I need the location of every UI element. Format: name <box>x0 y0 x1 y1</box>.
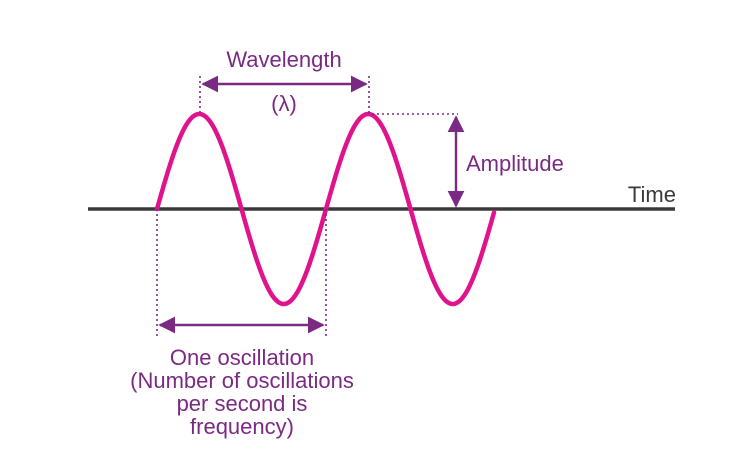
oscillation-caption-line-4: frequency) <box>190 414 294 439</box>
oscillation-caption-line-3: per second is <box>177 391 308 416</box>
guide-lines <box>156 76 458 336</box>
amplitude-label: Amplitude <box>466 151 564 176</box>
time-label: Time <box>628 182 676 207</box>
wavelength-label: Wavelength <box>226 47 341 72</box>
oscillation-caption-line-1: One oscillation <box>170 345 314 370</box>
oscillation-caption-line-2: (Number of oscillations <box>130 368 354 393</box>
lambda-label: (λ) <box>271 91 297 116</box>
oscillation-caption: One oscillation (Number of oscillations … <box>130 345 354 439</box>
